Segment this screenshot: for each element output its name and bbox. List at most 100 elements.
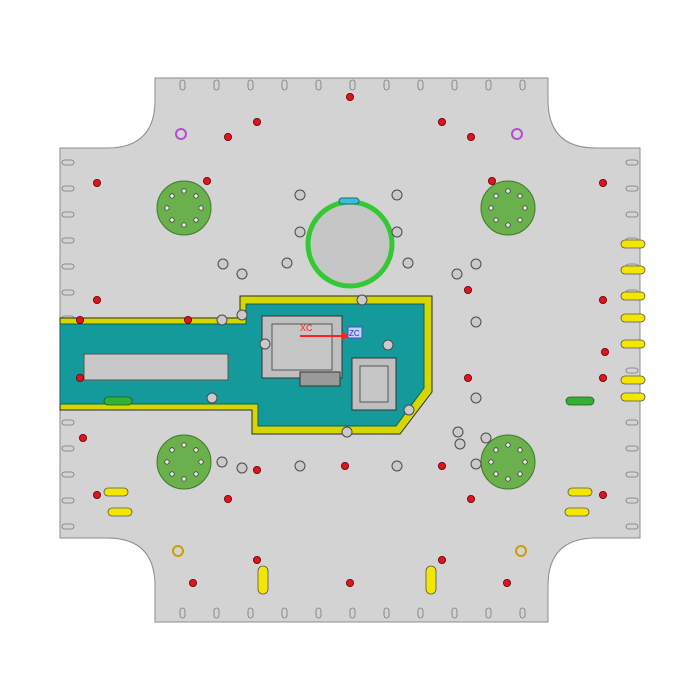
yellow-ring-hole <box>515 545 527 557</box>
grey-hole <box>391 460 403 472</box>
red-hole <box>487 176 496 185</box>
edge-slot-right <box>625 523 639 530</box>
red-hole <box>93 490 102 499</box>
bushing-screw <box>181 476 187 482</box>
red-hole <box>463 285 472 294</box>
bushing-screw <box>505 476 511 482</box>
edge-slot-bottom <box>179 607 186 619</box>
grey-hole <box>391 189 403 201</box>
red-holes <box>76 93 610 588</box>
grey-hole <box>403 404 415 416</box>
red-hole <box>93 178 102 187</box>
grey-hole <box>452 426 464 438</box>
bushing-screw <box>193 447 199 453</box>
locating-ring-icon <box>305 199 395 289</box>
edge-slot-right <box>625 367 639 374</box>
runner-inner-slot <box>83 353 229 381</box>
edge-slot-bottom <box>519 607 526 619</box>
axis-label-z: ZC <box>349 329 360 338</box>
red-hole <box>437 118 446 127</box>
edge-slot-bottom <box>281 607 288 619</box>
bushing-screw <box>164 459 170 465</box>
grey-hole <box>391 226 403 238</box>
edge-slot-left <box>61 237 75 244</box>
yellow-slot <box>567 487 593 497</box>
edge-slot-bottom <box>417 607 424 619</box>
red-hole <box>599 295 608 304</box>
bushing-screw <box>505 442 511 448</box>
edge-slot-left <box>61 263 75 270</box>
bushing-screw <box>169 193 175 199</box>
edge-slot-left <box>61 289 75 296</box>
bushing-screw <box>517 217 523 223</box>
bushing-screw <box>181 188 187 194</box>
red-hole <box>437 461 446 470</box>
bushing-screw <box>164 205 170 211</box>
axis-label-x: XC <box>300 323 313 333</box>
grey-hole <box>294 189 306 201</box>
edge-slot-left <box>61 523 75 530</box>
red-hole <box>502 579 511 588</box>
bushing-screw <box>493 471 499 477</box>
grey-hole <box>236 268 248 280</box>
bushing-screw <box>493 193 499 199</box>
bushing-screw <box>493 447 499 453</box>
bushing-screw <box>522 459 528 465</box>
bushing-screw <box>181 222 187 228</box>
bushing-screw <box>181 442 187 448</box>
bushing-screw <box>193 193 199 199</box>
red-hole <box>93 295 102 304</box>
red-hole <box>79 433 88 442</box>
green-slots <box>103 396 595 406</box>
edge-slot-bottom <box>451 607 458 619</box>
red-hole <box>188 579 197 588</box>
edge-slot-left <box>61 497 75 504</box>
red-hole <box>466 494 475 503</box>
yellow-slot-vertical <box>425 565 437 595</box>
bushing-screw <box>517 471 523 477</box>
yellow-slot <box>107 507 133 517</box>
red-hole <box>599 373 608 382</box>
edge-slot-left <box>61 185 75 192</box>
bushing-screw <box>517 193 523 199</box>
red-hole <box>202 176 211 185</box>
grey-hole <box>216 456 228 468</box>
yellow-slot <box>620 375 646 385</box>
edge-slot-left <box>61 419 75 426</box>
green-slot <box>565 396 595 406</box>
coordinate-axis-icon: XC ZC <box>300 323 363 340</box>
bushing-screw <box>193 217 199 223</box>
grey-hole <box>217 258 229 270</box>
guide-bushings <box>156 180 536 490</box>
edge-slot-right <box>625 445 639 452</box>
bushing-screw <box>505 222 511 228</box>
purple-hole <box>511 128 523 140</box>
red-hole <box>437 556 446 565</box>
bushing-screw <box>505 188 511 194</box>
bushing-screw <box>488 205 494 211</box>
bushing-screw <box>193 471 199 477</box>
red-hole <box>252 118 261 127</box>
yellow-slot <box>620 265 646 275</box>
red-hole <box>599 178 608 187</box>
red-hole <box>223 494 232 503</box>
red-hole <box>463 373 472 382</box>
edge-slot-top <box>179 79 186 91</box>
yellow-slot <box>620 313 646 323</box>
edge-slot-left <box>61 471 75 478</box>
red-hole <box>252 465 261 474</box>
yellow-slot <box>620 392 646 402</box>
grey-hole <box>281 257 293 269</box>
red-hole <box>252 556 261 565</box>
green-slot <box>103 396 133 406</box>
red-hole <box>601 347 610 356</box>
edge-slot-top <box>519 79 526 91</box>
edge-slot-top <box>451 79 458 91</box>
locating-ring-tab <box>338 197 360 205</box>
yellow-ring-hole <box>172 545 184 557</box>
grey-hole <box>356 294 368 306</box>
grey-hole <box>294 460 306 472</box>
grey-hole <box>382 339 394 351</box>
grey-hole <box>470 458 482 470</box>
